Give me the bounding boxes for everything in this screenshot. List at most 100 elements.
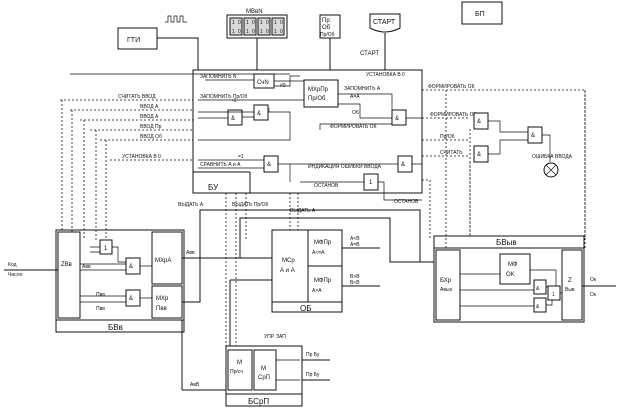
svg-text:ВЫДАТЬ А: ВЫДАТЬ А [290,208,316,214]
svg-text:Пр/Об: Пр/Об [320,32,335,38]
svg-text:МХрПр: МХрПр [308,87,329,93]
bsrp-label: БСрП [248,397,269,406]
and-gate-1 [253,104,269,121]
svg-text:МФПр: МФПр [314,278,332,284]
svg-text:&: & [129,296,133,302]
svg-text:ВВОД А: ВВОД А [140,104,159,110]
svg-text:Ок: Ок [590,277,597,283]
zvyv-block [561,249,583,321]
bu-label: БУ [208,183,219,192]
svg-text:Пр/сч: Пр/сч [230,369,243,375]
svg-text:&: & [129,264,133,270]
svg-text:ВЫДАТЬ А: ВЫДАТЬ А [178,202,204,208]
svg-text:ZВв: ZВв [61,262,72,268]
svg-text:Ок: Ок [590,292,597,298]
msrp-block [253,349,277,391]
mxra-block [151,231,183,285]
svg-text:Пр Бу: Пр Бу [306,352,320,358]
svg-text:0: 0 [252,29,255,35]
svg-text:АвВ: АвВ [190,382,200,388]
svg-text:М: М [237,360,242,366]
mpr-block [227,349,253,391]
svg-text:МФПр: МФПр [314,240,332,246]
mbn-label: МВвN [246,9,263,15]
svg-text:УСТАНОВКА В 0: УСТАНОВКА В 0 [366,72,405,78]
svg-text:ВВОД Об: ВВОД Об [140,134,162,140]
svg-text:=1: =1 [238,154,244,160]
svg-text:СрП: СрП [258,375,270,381]
svg-text:1: 1 [246,29,249,35]
ob-block [271,229,343,313]
svg-text:1: 1 [274,29,277,35]
svg-text:Пвв: Пвв [96,306,105,312]
svg-text:Код: Код [8,262,17,268]
svg-text:Авв: Авв [82,264,91,270]
svg-text:СЧИТАТЬ: СЧИТАТЬ [440,150,463,156]
svg-text:СРАВНИТЬ А и А: СРАВНИТЬ А и А [200,162,241,168]
svg-text:БП: БП [475,11,485,18]
bp-block [461,1,503,25]
svg-text:ВВОД А: ВВОД А [140,114,159,120]
svg-text:Z: Z [568,278,572,284]
gti-label: ГТИ [127,37,140,44]
svg-text:1: 1 [552,292,555,298]
mxr-block [151,285,183,319]
svg-text:-1: -1 [232,98,237,104]
svg-text:&: & [536,304,540,310]
svg-text:Пвв: Пвв [156,306,167,312]
svg-text:ОК: ОК [506,272,515,278]
svg-text:В<В: В<В [350,280,360,286]
start-block [369,13,401,33]
svg-text:А<=А: А<=А [312,250,325,256]
svg-text:А и А: А и А [280,268,295,274]
svg-text:Число: Число [8,272,23,278]
right-signal-bus: ФОРМИРОВАТЬ ОК ФОРМИРОВАТЬ ОК Пр/Об СЧИТ… [422,84,586,240]
svg-text:1: 1 [232,20,235,26]
svg-text:&: & [477,152,481,158]
svg-text:Авв: Авв [186,250,195,256]
pulse-icon [165,15,187,23]
svg-text:ЗАПОМНИТЬ N: ЗАПОМНИТЬ N [200,74,237,80]
svg-text:Об: Об [352,110,359,116]
and-gate-3 [391,109,407,126]
svg-text:0: 0 [238,20,241,26]
svg-text:СТАРТ: СТАРТ [360,51,379,57]
svg-text:МФ: МФ [508,262,518,268]
svg-text:0: 0 [280,29,283,35]
svg-text:СчN: СчN [257,80,269,86]
ob-label: ОБ [300,304,311,313]
svg-text:ВВОД Пр: ВВОД Пр [140,124,162,130]
svg-text:А=В: А=В [350,242,360,248]
mbn-switches: 1 0 1 0 1 0 1 0 1 0 1 0 1 0 1 0 [229,17,285,36]
svg-text:Пр: Пр [322,18,330,24]
svg-text:ИНДИКАЦИЯ ОШИБКИ ВВОДА: ИНДИКАЦИЯ ОШИБКИ ВВОДА [308,164,382,170]
mxrpr-block [303,79,339,108]
svg-text:М: М [261,366,266,372]
svg-text:0: 0 [266,29,269,35]
svg-text:ОСТАНОВ: ОСТАНОВ [314,183,339,189]
svg-text:УПР. ЗАП: УПР. ЗАП [264,334,286,340]
svg-text:МХрА: МХрА [155,258,171,264]
svg-text:ФОРМИРОВАТЬ ОК: ФОРМИРОВАТЬ ОК [330,124,377,130]
svg-text:ЗАПОМНИТЬ А: ЗАПОМНИТЬ А [344,86,381,92]
svg-text:0: 0 [252,20,255,26]
svg-text:&: & [401,162,405,168]
svg-text:ОШИБКА ВВОДА: ОШИБКА ВВОДА [532,154,573,160]
svg-text:1: 1 [274,20,277,26]
svg-text:Пр/Об: Пр/Об [308,96,326,102]
and-gate-2 [227,109,243,126]
svg-text:1: 1 [232,29,235,35]
svg-text:&: & [231,116,235,122]
svg-text:ФОРМИРОВАТЬ ОК: ФОРМИРОВАТЬ ОК [428,84,475,90]
svg-text:1: 1 [246,20,249,26]
svg-text:БХр: БХр [440,278,452,284]
gti-wire [157,37,199,70]
svg-text:СТАРТ: СТАРТ [373,19,396,26]
svg-text:А<В: А<В [350,236,360,242]
mf-ok-block [499,253,531,285]
svg-text:А=А: А=А [350,94,360,100]
svg-text:1: 1 [260,29,263,35]
svg-text:УСТАНОВКА В 0: УСТАНОВКА В 0 [122,154,161,160]
svg-text:Пвв: Пвв [96,292,105,298]
